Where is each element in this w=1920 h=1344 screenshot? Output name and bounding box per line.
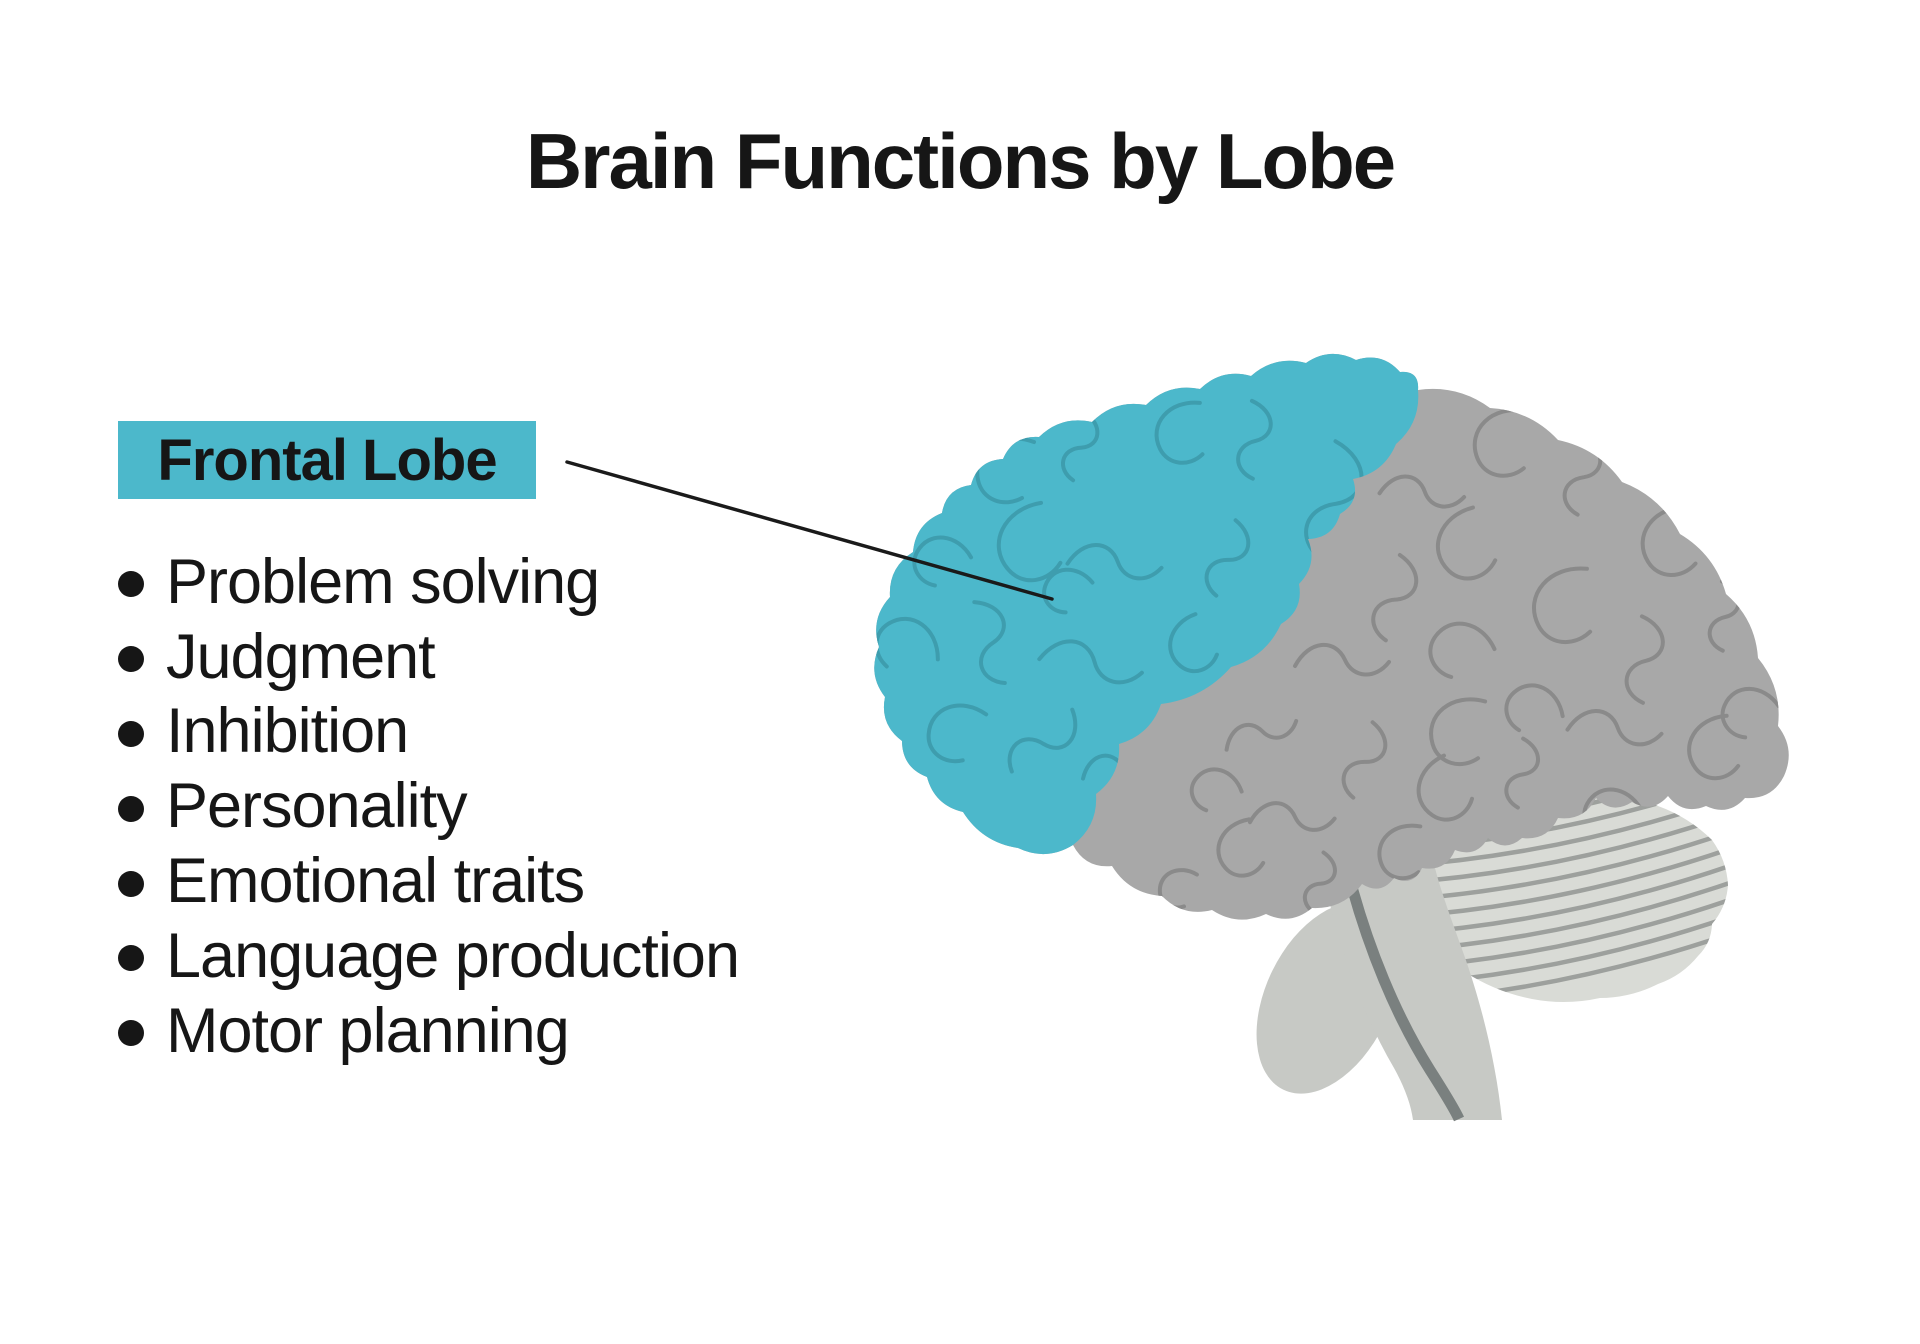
list-item-label: Motor planning	[166, 995, 570, 1066]
bullet-dot	[118, 720, 144, 747]
frontal-lobe-label: Frontal Lobe	[118, 421, 536, 499]
list-item: Judgment	[118, 622, 739, 697]
bullet-dot	[118, 1020, 144, 1047]
list-item: Emotional traits	[118, 846, 739, 921]
frontal-lobe-shape	[874, 353, 1419, 855]
list-item-label: Judgment	[166, 621, 436, 692]
list-item-label: Emotional traits	[166, 846, 585, 917]
brainstem-stripe	[1343, 874, 1465, 1122]
bullet-dot	[118, 870, 144, 897]
frontal-lobe-label-text: Frontal Lobe	[157, 427, 497, 493]
list-item-label: Personality	[166, 771, 468, 842]
bullet-dot	[118, 945, 144, 972]
bullet-dot	[118, 646, 144, 673]
bullet-dot	[118, 795, 144, 822]
list-item-label: Language production	[166, 920, 740, 991]
list-item: Motor planning	[118, 996, 739, 1071]
list-item: Language production	[118, 920, 740, 996]
bullet-dot	[118, 571, 144, 598]
list-item: Personality	[118, 771, 739, 846]
list-item: Inhibition	[118, 697, 739, 772]
list-item-label: Inhibition	[166, 696, 409, 767]
list-item: Problem solving	[118, 547, 739, 622]
list-item-label: Problem solving	[166, 546, 600, 617]
brainstem-shape	[1256, 868, 1502, 1122]
callout-line	[565, 460, 1054, 601]
page-title: Brain Functions by Lobe	[525, 117, 1396, 206]
